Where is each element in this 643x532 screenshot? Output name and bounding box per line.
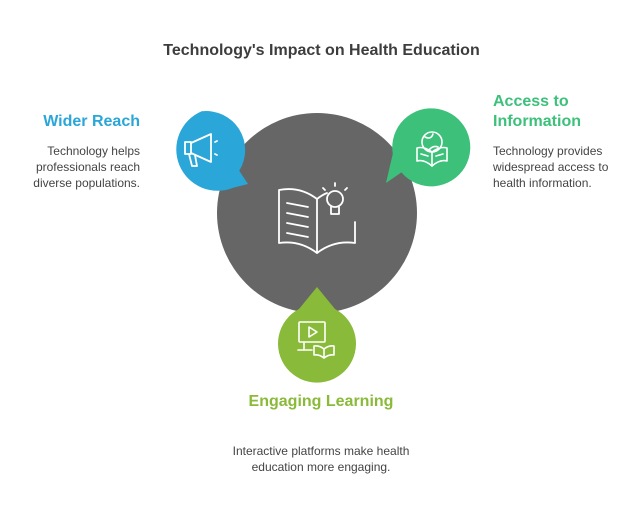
open-book-lightbulb-icon [278,182,356,254]
wider-reach-heading: Wider Reach [43,113,140,130]
access-drop [386,108,471,187]
megaphone-icon [184,133,218,167]
globe-book-icon [416,131,448,167]
page-title: Technology's Impact on Health Education [163,42,480,59]
wider-reach-description: Technology helps professionals reach div… [33,144,140,190]
access-description: Technology provides widespread access to… [493,144,609,190]
engaging-heading: Engaging Learning [248,393,394,410]
engaging-description: Interactive platforms make health educat… [232,444,410,474]
engaging-drop [278,287,357,383]
access-heading: Access to Information [493,93,581,130]
video-book-icon [297,321,335,359]
wider-reach-drop [176,111,248,191]
